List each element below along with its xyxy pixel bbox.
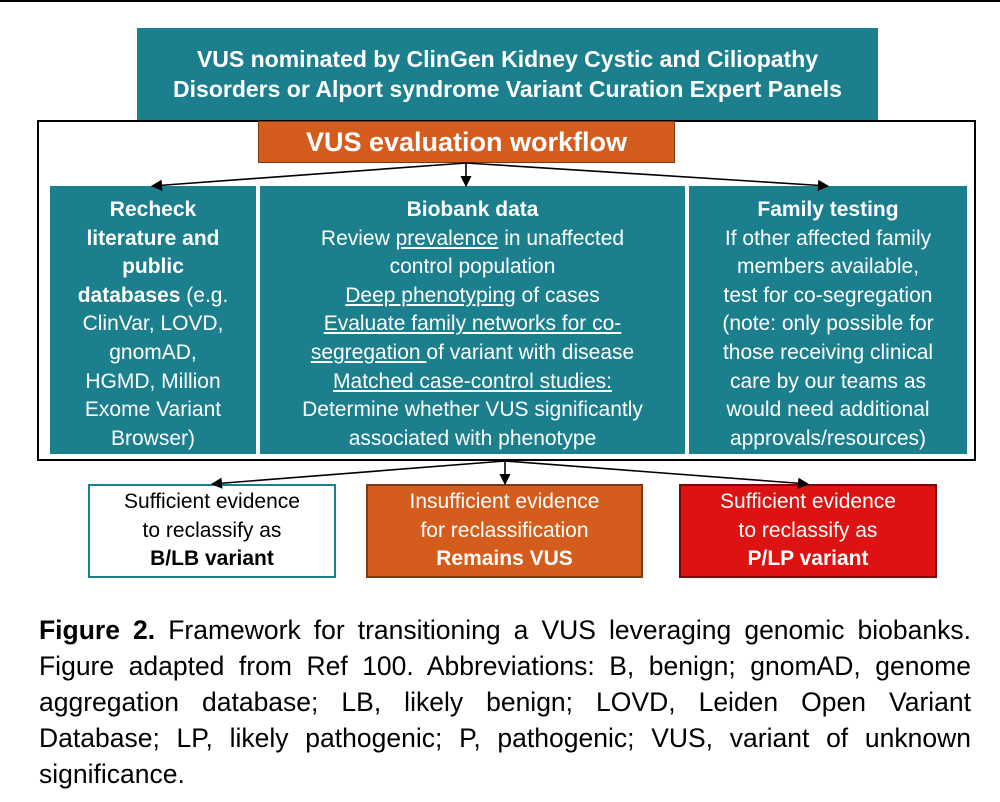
family-line-2: If other affected family: [724, 226, 932, 250]
family-column: Family testing If other affected family …: [689, 186, 967, 454]
biobank-l2-underline: prevalence: [395, 226, 499, 250]
literature-title-4: databases: [77, 283, 181, 307]
outcome-vus-line-1: Insufficient evidence: [409, 490, 600, 514]
outcome-vus-line-2: for reclassification: [420, 518, 589, 542]
literature-line-9: Browser): [110, 426, 195, 450]
nominated-line-2: Disorders or Alport syndrome Variant Cur…: [173, 76, 842, 102]
literature-title-2: literature and: [86, 226, 220, 250]
outcome-benign-line-2: to reclassify as: [142, 518, 282, 542]
workflow-title: VUS evaluation workflow: [305, 126, 628, 157]
arrow-to-family: [465, 162, 830, 191]
outcome-vus-box: Insufficient evidence for reclassificati…: [366, 484, 643, 578]
family-line-8: would need additional: [726, 398, 930, 422]
arrow-to-literature: [150, 162, 467, 191]
biobank-l2-pre: Review: [320, 226, 396, 250]
biobank-l6-post: of variant with disease: [426, 340, 635, 364]
family-title: Family testing: [757, 198, 899, 221]
outcome-benign-line-1: Sufficient evidence: [124, 490, 300, 514]
family-line-4: test for co-segregation: [723, 283, 933, 307]
biobank-l4-post: of cases: [515, 283, 600, 307]
biobank-line-9: associated with phenotype: [348, 426, 597, 450]
literature-line-7: HGMD, Million: [85, 369, 221, 393]
top-border-line: [0, 0, 1000, 2]
caption-text: Framework for transitioning a VUS levera…: [39, 615, 971, 789]
outcome-pathogenic-line-1: Sufficient evidence: [720, 490, 896, 514]
family-line-5: (note: only possible for: [722, 312, 934, 336]
outcome-benign-line-3: B/LB variant: [150, 547, 274, 571]
family-line-3: members available,: [736, 255, 920, 279]
figure-caption: Figure 2. Framework for transitioning a …: [39, 612, 971, 792]
biobank-line-3: control population: [389, 255, 556, 279]
literature-column: Recheck literature and public databases …: [50, 186, 256, 454]
biobank-line-8: Determine whether VUS significantly: [302, 398, 643, 422]
outcome-pathogenic-box: Sufficient evidence to reclassify as P/L…: [679, 484, 937, 578]
workflow-title-box: VUS evaluation workflow: [258, 121, 675, 163]
nominated-box: VUS nominated by ClinGen Kidney Cystic a…: [137, 28, 878, 120]
outcome-pathogenic-line-3: P/LP variant: [747, 547, 869, 571]
biobank-line-2: Review prevalence in unaffected: [321, 225, 624, 254]
biobank-l5-underline: Evaluate family networks for co-: [323, 312, 622, 336]
biobank-l6-underline: segregation: [310, 340, 427, 364]
caption-label: Figure 2.: [39, 615, 156, 645]
biobank-line-4: Deep phenotyping of cases: [345, 282, 600, 311]
biobank-title: Biobank data: [406, 198, 539, 221]
nominated-line-1: VUS nominated by ClinGen Kidney Cystic a…: [196, 46, 819, 72]
biobank-line-6: segregation of variant with disease: [311, 339, 634, 368]
literature-line-6: gnomAD,: [109, 340, 197, 364]
literature-title-3: public: [122, 255, 184, 279]
biobank-column: Biobank data Review prevalence in unaffe…: [260, 186, 685, 454]
family-line-7: care by our teams as: [729, 369, 927, 393]
biobank-l4-underline: Deep phenotyping: [345, 283, 516, 307]
biobank-l7-underline: Matched case-control studies:: [333, 369, 612, 393]
family-line-6: those receiving clinical: [722, 340, 934, 364]
literature-line-8: Exome Variant: [84, 398, 222, 422]
outcome-pathogenic-line-2: to reclassify as: [738, 518, 878, 542]
literature-line-4: databases (e.g.: [78, 282, 229, 311]
biobank-line-7: Matched case-control studies:: [333, 368, 612, 397]
family-line-9: approvals/resources): [729, 426, 927, 450]
biobank-l2-post: in unaffected: [498, 226, 625, 250]
biobank-line-5: Evaluate family networks for co-: [324, 310, 622, 339]
outcome-vus-line-3: Remains VUS: [436, 547, 573, 571]
literature-tail-4: (e.g.: [180, 283, 229, 307]
literature-line-5: ClinVar, LOVD,: [82, 312, 224, 336]
arrow-to-pathogenic: [504, 460, 810, 489]
literature-title-1: Recheck: [109, 198, 197, 221]
arrow-to-benign: [210, 460, 506, 489]
